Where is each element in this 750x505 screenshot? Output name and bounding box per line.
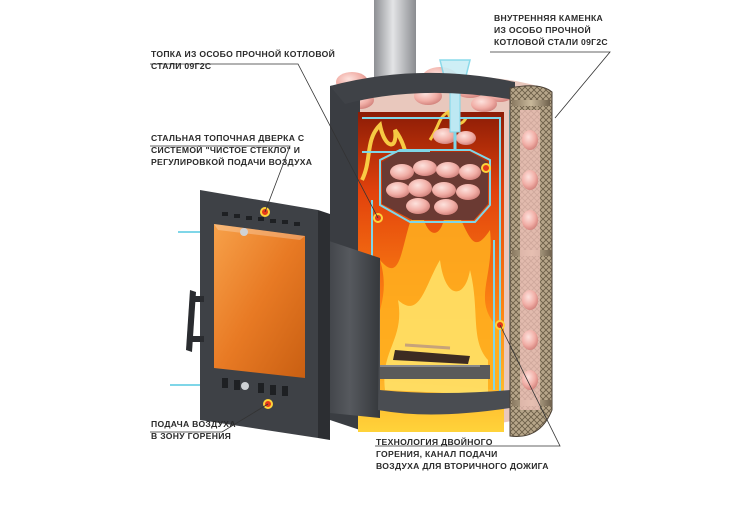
callout-firebox: ТОПКА ИЗ ОСОБО ПРОЧНОЙ КОТЛОВОЙ СТАЛИ 09… [151,48,335,72]
marker-dot-icon [260,163,505,409]
callout-line: РЕГУЛИРОВКОЙ ПОДАЧИ ВОЗДУХА [151,157,313,167]
stove-front-cylinder [320,72,515,418]
inner-stone-heater [382,128,488,220]
callout-line: ВОЗДУХА ДЛЯ ВТОРИЧНОГО ДОЖИГА [376,461,549,471]
leader-lines [150,51,611,447]
callout-line: СТАЛИ 09Г2С [151,61,212,71]
fire-grate [375,343,490,379]
callout-line: ПОДАЧА ВОЗДУХА [151,419,236,429]
callout-line: В ЗОНУ ГОРЕНИЯ [151,431,232,441]
callout-line: ТЕХНОЛОГИЯ ДВОЙНОГО [376,437,493,447]
callout-line: ТОПКА ИЗ ОСОБО ПРОЧНОЙ КОТЛОВОЙ [151,49,336,59]
firebox-door [186,190,330,440]
callout-line: ВНУТРЕННЯЯ КАМЕНКА [494,13,604,23]
callout-line: ГОРЕНИЯ, КАНАЛ ПОДАЧИ [376,449,498,459]
stone-cage-front [509,85,553,437]
callout-line: СИСТЕМОЙ "ЧИСТОЕ СТЕКЛО" И [151,145,301,155]
callout-line: КОТЛОВОЙ СТАЛИ 09Г2С [494,37,608,47]
callout-door: СТАЛЬНАЯ ТОПОЧНАЯ ДВЕРКА С СИСТЕМОЙ "ЧИС… [151,132,312,168]
callout-inner-stones: ВНУТРЕННЯЯ КАМЕНКА ИЗ ОСОБО ПРОЧНОЙ КОТЛ… [494,12,608,48]
callout-line: СТАЛЬНАЯ ТОПОЧНАЯ ДВЕРКА С [151,133,305,143]
callout-air-supply: ПОДАЧА ВОЗДУХА В ЗОНУ ГОРЕНИЯ [151,418,236,442]
callout-double-burn: ТЕХНОЛОГИЯ ДВОЙНОГО ГОРЕНИЯ, КАНАЛ ПОДАЧ… [376,436,549,472]
callout-line: ИЗ ОСОБО ПРОЧНОЙ [494,25,591,35]
